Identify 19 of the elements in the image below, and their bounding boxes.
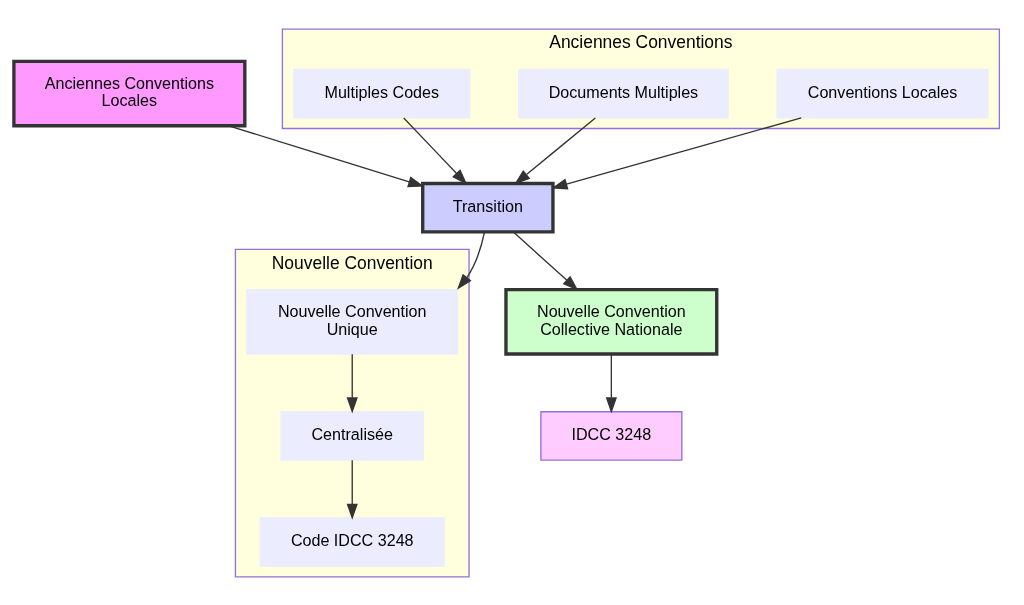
arrow: [605, 353, 617, 413]
arrow: [403, 116, 468, 185]
node-box: IDCC 3248: [540, 410, 683, 461]
node-box: Transition: [421, 181, 555, 233]
node-box: Code IDCC 3248: [259, 516, 445, 567]
node-box: Nouvelle Convention Collective Nationale: [504, 287, 719, 356]
arrow: [551, 116, 802, 189]
arrow: [346, 459, 358, 520]
arrow: [346, 353, 358, 413]
node-box: Conventions Locales: [776, 68, 989, 118]
node-box: Multiples Codes: [293, 68, 471, 118]
arrow: [228, 124, 425, 187]
node-box: Nouvelle Convention Unique: [246, 288, 459, 355]
arrow: [512, 230, 579, 291]
node-box: Documents Multiples: [518, 68, 729, 118]
node-box: Centralisée: [280, 410, 425, 461]
node-box: Anciennes Conventions Locales: [12, 59, 247, 127]
arrow: [457, 230, 486, 290]
arrow: [514, 116, 596, 185]
